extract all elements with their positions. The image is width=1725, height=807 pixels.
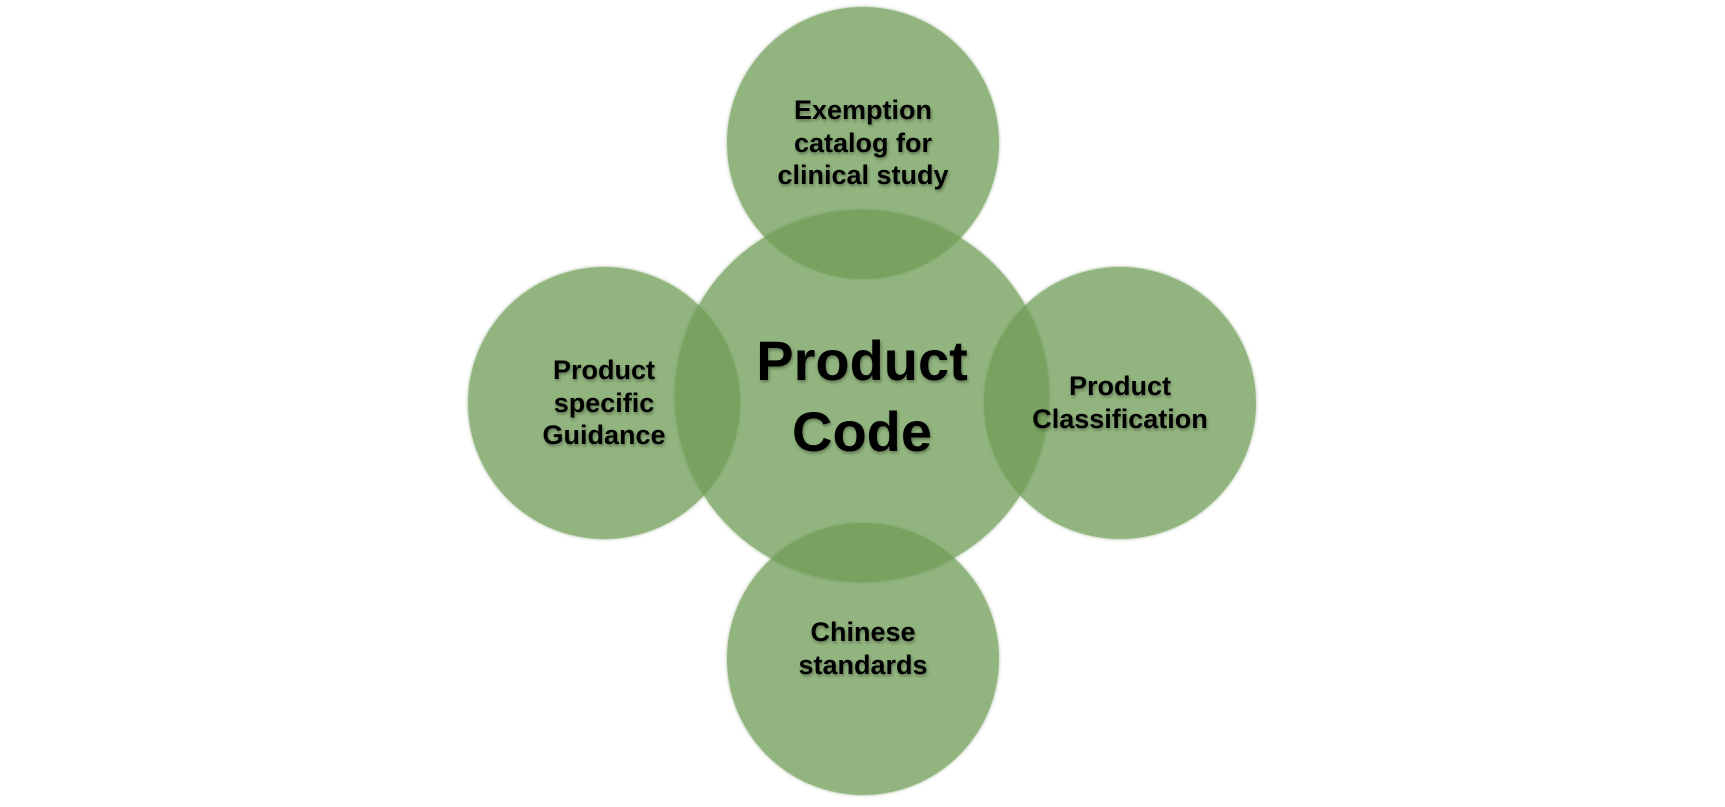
label-bottom: Chinese standards [798,617,928,680]
label-top: Exemption catalog for clinical study [777,94,949,191]
label-left: Product specific Guidance [542,354,666,451]
label-center: Product Code [756,328,968,463]
circle-center [675,210,1049,582]
label-right: Product Classification [1032,371,1208,434]
